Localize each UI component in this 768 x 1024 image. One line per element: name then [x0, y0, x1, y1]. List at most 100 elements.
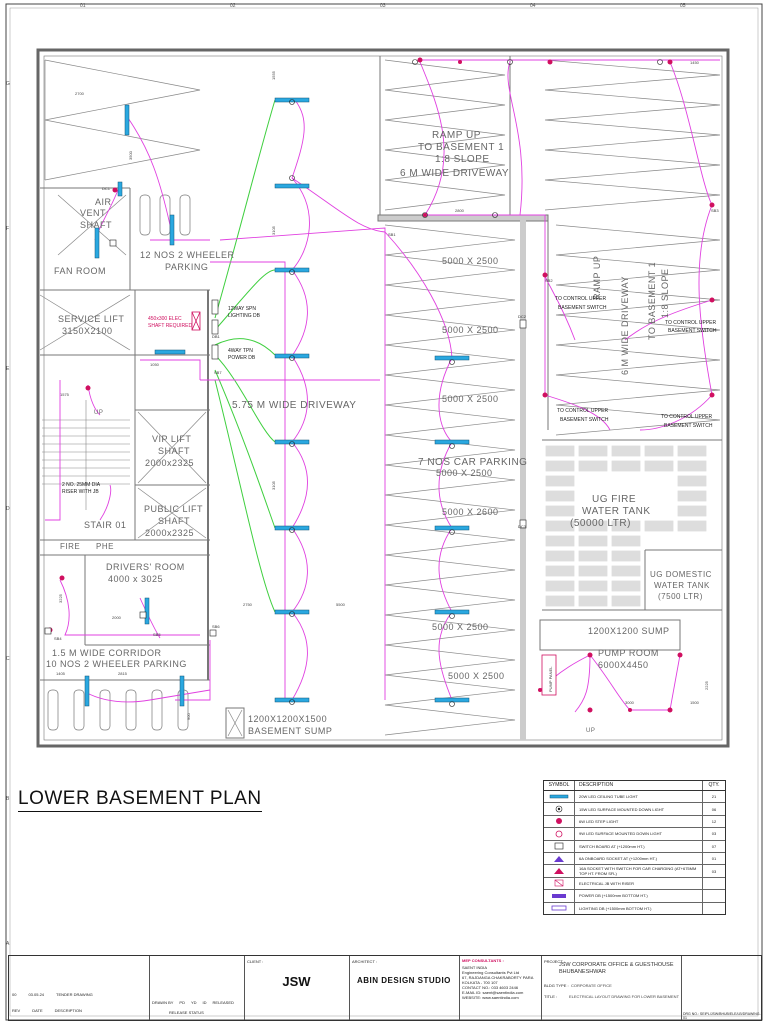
dim: 2700 — [75, 91, 85, 96]
junction-box-icon — [554, 880, 564, 887]
grid-col-2: 02 — [230, 3, 236, 9]
red-fixtures — [47, 57, 715, 713]
sb-label: SB6 — [212, 624, 220, 629]
switch-boards — [44, 239, 527, 637]
air-vent-label-2: VENT — [80, 208, 106, 218]
title-block: 00 03.05.24 TENDER DRAWING REV DATE DESC… — [8, 955, 762, 1021]
parking-label: PARKING — [165, 262, 208, 272]
sb-label: SB5 — [153, 632, 161, 637]
sb-label: SB3 — [711, 208, 719, 213]
sump-bottom-label-2: BASEMENT SUMP — [248, 726, 332, 736]
car-slot-3: 5000 X 2500 — [442, 394, 499, 404]
project-label: PROJECT : — [544, 959, 565, 964]
dim: 1405 — [56, 671, 66, 676]
architect-label: ARCHITECT : — [352, 959, 378, 964]
tube-light — [274, 97, 310, 103]
legend-row: 16A SOCKET WITH SWITCH FOR CAR CHARGING … — [544, 865, 725, 878]
ug-domestic-label-1: UG DOMESTIC — [650, 570, 712, 579]
tube-light — [169, 214, 175, 246]
legend-desc: POWER DB (+1500mm BOTTOM HT.) — [575, 890, 703, 902]
tube-light — [434, 697, 470, 703]
rev-header: DATE — [32, 1008, 43, 1013]
tube-light — [94, 227, 100, 259]
revision-headers: REV DATE DESCRIPTION — [12, 1008, 82, 1013]
grid-row-a: A — [6, 941, 10, 947]
car-charging-socket-icon — [554, 868, 564, 875]
status-header: PD — [179, 1000, 185, 1005]
tube-light — [117, 181, 123, 197]
green-lighting-circuit — [214, 99, 276, 613]
legend-qty: 03 — [711, 831, 717, 837]
sb-label: SB4 — [54, 636, 62, 641]
rev-date: 03.05.24 — [28, 992, 45, 997]
power-db-note-2: POWER DB — [228, 355, 256, 361]
rev-header: DESCRIPTION — [54, 1008, 82, 1013]
status-headers: DRAWN BY PD YD ID RELEASED — [152, 1000, 234, 1005]
tube-light — [434, 439, 470, 445]
control-note-d-2: BASEMENT SWITCH — [664, 423, 713, 429]
pump-room-label-2: 6000X4450 — [598, 660, 649, 670]
legend-desc: LIGHTING DB (+1500mm BOTTOM HT.) — [575, 902, 703, 914]
dim: 5500 — [336, 602, 346, 607]
drivers-room-label-1: DRIVERS' ROOM — [106, 562, 185, 572]
control-note-a-1: TO CONTROL UPPER — [555, 296, 607, 302]
drivers-room-label-2: 4000 x 3025 — [108, 574, 163, 584]
lift-shaft-crosses — [39, 194, 243, 737]
dim: 3000 — [625, 700, 635, 705]
switch-board-icon — [554, 842, 564, 850]
legend-row: 6A ONBOARD SOCKET AT (+1200mm HT.)01 — [544, 852, 725, 866]
step-light-icon — [556, 818, 562, 825]
project-name: JSW CORPORATE OFFICE & GUESTHOUSE BHUBAN… — [559, 962, 674, 975]
ramp-top-lines — [44, 59, 721, 736]
driveway-575-label: 5.75 M WIDE DRIVEWAY — [232, 400, 356, 411]
legend-desc: ELECTRICAL JB WITH RISER — [575, 877, 703, 890]
dim: 1575 — [60, 392, 70, 397]
dim: 2000 — [112, 615, 122, 620]
drawing-title: ELECTRICAL LAYOUT DRAWING FOR LOWER BASE… — [569, 994, 680, 999]
tube-light-icon — [549, 794, 569, 798]
tube-lights — [84, 97, 470, 707]
downlight-fixtures — [289, 59, 663, 707]
ug-domestic-label-2: WATER TANK — [654, 581, 710, 590]
rev-number: 00 — [12, 992, 17, 997]
dc-label: DC3 — [518, 524, 527, 529]
sb-label: SB2 — [545, 278, 553, 283]
control-note-c-1: TO CONTROL UPPER — [557, 408, 609, 414]
architect-logo: ABIN DESIGN STUDIO — [357, 976, 451, 985]
power-db-icon — [552, 893, 566, 898]
tube-light — [434, 609, 470, 615]
riser-note-2: RISER WITH JB — [62, 489, 99, 495]
legend-row: POWER DB (+1500mm BOTTOM HT.) — [544, 890, 725, 903]
legend-desc: 9W LED SURFACE MOUNTED DOWN LIGHT — [575, 828, 703, 840]
bldg-type: CORPORATE OFFICE — [571, 983, 612, 988]
grid-row-b: B — [6, 796, 10, 802]
status-header: YD — [190, 1000, 197, 1005]
tube-light — [84, 675, 90, 707]
legend-qty: 21 — [711, 794, 717, 800]
client-label: CLIENT : — [247, 959, 264, 964]
mep-line: KOLKATA - 700 107 — [462, 980, 498, 985]
lighting-db-icon — [551, 905, 567, 911]
legend-qty: 01 — [711, 856, 717, 862]
control-note-d-1: TO CONTROL UPPER — [661, 414, 713, 420]
legend-header-qty: QTY. — [708, 782, 720, 788]
revision-block: 00 03.05.24 TENDER DRAWING REV DATE DESC… — [9, 956, 150, 1020]
sb-label: SB1 — [388, 232, 396, 237]
control-note-c-2: BASEMENT SWITCH — [560, 417, 609, 423]
drawing-info-grid — [681, 956, 762, 1020]
two-wheeler-12-label: 12 NOS 2 WHEELER — [140, 250, 235, 260]
rev-header: REV — [12, 1008, 21, 1013]
socket-icon — [554, 855, 564, 862]
tube-light — [274, 183, 310, 189]
car-slot-7: 5000 X 2500 — [448, 671, 505, 681]
tube-light — [434, 525, 470, 531]
control-note-b-1: TO CONTROL UPPER — [665, 320, 717, 326]
legend-qty: 06 — [711, 806, 717, 812]
fire-label: FIRE — [60, 542, 80, 551]
grid-col-3: 03 — [380, 3, 386, 9]
ug-fire-label-3: (50000 LTR) — [570, 518, 631, 529]
pump-panel-label: PUMP PANEL — [548, 666, 553, 692]
stair-label: STAIR 01 — [84, 520, 126, 530]
vip-lift-label-1: VIP LIFT — [152, 434, 191, 444]
